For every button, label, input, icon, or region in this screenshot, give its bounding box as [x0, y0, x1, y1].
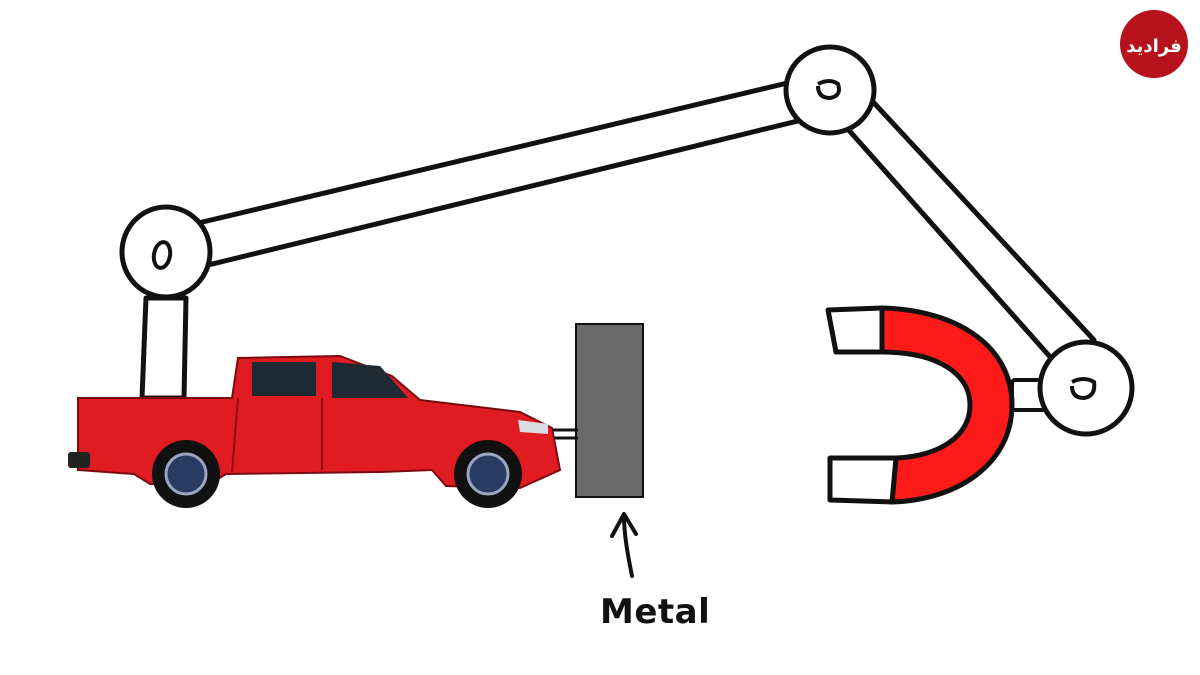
- arm-joint-1: [119, 204, 213, 300]
- support-post: [139, 295, 189, 401]
- long-arm: [187, 77, 813, 271]
- site-logo: فرادید: [1120, 10, 1188, 78]
- horseshoe-magnet-icon: [825, 305, 1015, 505]
- metal-label: Metal: [600, 592, 711, 632]
- up-arrow-icon: [610, 512, 638, 578]
- arm-joint-2: [783, 44, 877, 136]
- metal-block: [575, 323, 644, 498]
- pickup-truck-icon: [68, 354, 562, 508]
- logo-text: فرادید: [1126, 36, 1182, 57]
- arm-joint-3: [1037, 339, 1135, 437]
